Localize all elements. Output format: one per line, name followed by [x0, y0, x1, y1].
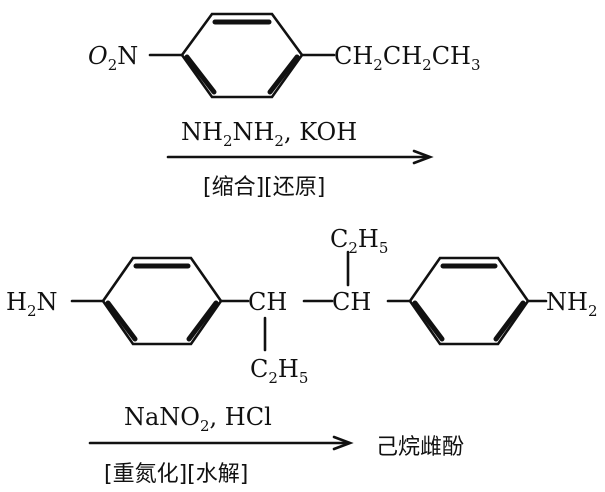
ch-right-label: CH	[332, 288, 371, 316]
step2-arrow-head	[332, 435, 354, 451]
right-amine-label: NH2	[546, 288, 597, 320]
propyl-group-label: CH2CH2CH3	[334, 42, 481, 74]
step1-arrow-group: NH2NH2, KOH [缩合][还原]	[166, 118, 434, 200]
nitro-group-label: O2N	[88, 42, 138, 74]
ch-left-label: CH	[248, 288, 287, 316]
step2-arrow-group: NaNO2, HCl [重氮化][水解] 己烷雌酚	[88, 403, 464, 487]
step1-conditions: [缩合][还原]	[203, 175, 325, 200]
benzene-ring-2	[101, 256, 223, 346]
step1-reagents: NH2NH2, KOH	[181, 118, 357, 150]
reactant-molecule: O2N CH2CH2CH3	[88, 12, 481, 99]
intermediate-molecule: H2N CH CH NH2 C2H5 C2H5	[6, 225, 597, 387]
step2-conditions: [重氮化][水解]	[104, 462, 248, 487]
benzene-ring-1	[180, 12, 304, 99]
step2-reagents: NaNO2, HCl	[124, 403, 272, 435]
left-amine-label: H2N	[6, 288, 57, 320]
ethyl-top-label: C2H5	[330, 225, 388, 257]
product-name: 己烷雌酚	[376, 435, 464, 460]
step1-arrow-head	[412, 149, 434, 165]
ethyl-bottom-label: C2H5	[250, 355, 308, 387]
benzene-ring-3	[408, 256, 530, 346]
